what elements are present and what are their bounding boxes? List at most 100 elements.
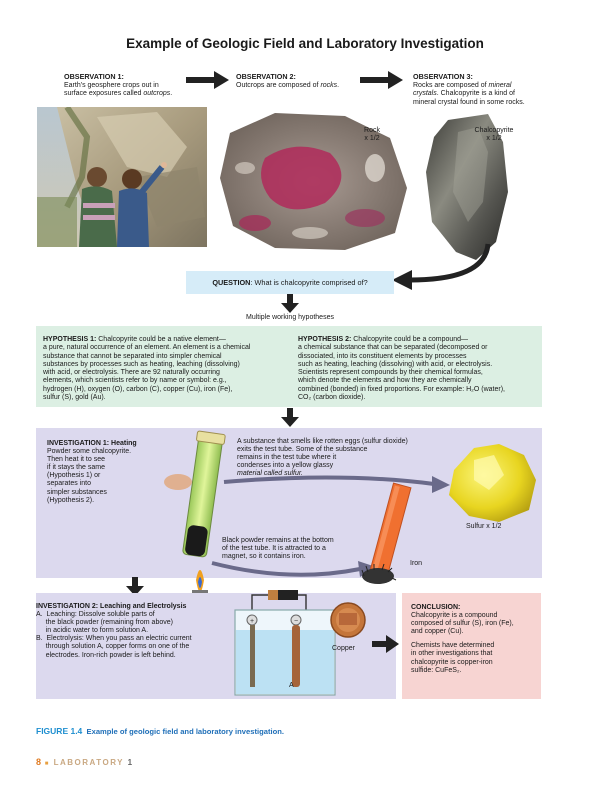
investigation-2-line: electrodes. Iron-rich powder is left beh… (36, 651, 176, 659)
hypothesis-2-line: dissociated, into its constituent elemen… (298, 352, 467, 360)
rock-label: Rock x 1/2 (354, 127, 390, 143)
arrow-right-1 (186, 71, 229, 89)
rock-photo (220, 113, 407, 250)
page-number: 8 (36, 757, 42, 767)
arrow-down-3 (126, 577, 144, 596)
investigation-1-line: Powder some chalcopyrite. (47, 448, 132, 456)
electrolysis-apparatus: + − (234, 590, 366, 696)
investigation-1-line: (Hypothesis 2). (47, 496, 95, 504)
hypothesis-2-line: Chalcopyrite could be a compound— (351, 336, 469, 343)
question-text: QUESTION: What is chalcopyrite comprised… (186, 278, 394, 287)
observation-1-label: OBSERVATION 1: (64, 72, 124, 81)
solution-a-label: A (289, 682, 294, 689)
investigation-1-label: INVESTIGATION 1: Heating (47, 440, 137, 447)
svg-text:−: − (294, 618, 298, 625)
arrow-right-2 (360, 71, 403, 89)
test-tube-heating (164, 430, 226, 600)
hypothesis-1-line: with acid, or electrolysis. There are 92… (43, 369, 220, 377)
observation-2-emphasis: rocks (320, 82, 338, 90)
conclusion: CONCLUSION: Chalcopyrite is a compound c… (411, 604, 541, 675)
observation-2-tail: . (337, 82, 340, 90)
observation-2-text: Outcrops are composed of (236, 82, 321, 90)
black-powder-note-line: Black powder remains at the bottom (222, 537, 334, 544)
rock-label-name: Rock (364, 127, 380, 134)
page-title: Example of Geologic Field and Laboratory… (126, 36, 484, 51)
hypothesis-1-line: a pure, natural occurrence of an element… (43, 344, 251, 352)
figure-caption-text: Example of geologic field and laboratory… (86, 727, 285, 736)
investigation-2: INVESTIGATION 2: Leaching and Electrolys… (36, 603, 251, 660)
conclusion-line: sulfide: CuFeS₂. (411, 666, 462, 674)
conclusion-line: in other investigations that (411, 650, 493, 658)
multiple-hypotheses-label: Multiple working hypotheses (246, 314, 334, 321)
arrow-down-2 (281, 408, 299, 427)
hypothesis-1-line: Chalcopyrite could be a native element— (96, 336, 226, 343)
conclusion-box (402, 593, 541, 699)
investigation-2-line: A. Leaching: Dissolve soluble parts of (36, 611, 155, 619)
question-label: QUESTION (212, 278, 251, 287)
footer-separator: ■ (44, 761, 50, 767)
investigation-1-line: if it stays the same (47, 464, 105, 472)
investigation-1-line: (Hypothesis 1) or (47, 472, 101, 480)
chalcopyrite-label-scale: x 1/2 (486, 135, 502, 142)
observation-2: OBSERVATION 2: Outcrops are composed of … (236, 72, 396, 90)
figure-number: FIGURE 1.4 (36, 726, 83, 736)
observation-3-text-3: mineral crystal found in some rocks. (413, 98, 525, 106)
chalcopyrite-label-name: Chalcopyrite (474, 127, 514, 134)
conclusion-line: composed of sulfur (S), iron (Fe), (411, 620, 514, 628)
hypotheses-box (36, 326, 542, 407)
sulfur-crystal (449, 444, 536, 522)
investigation-2-line: in acidic water to form solution A. (36, 627, 149, 635)
investigation-1-line: simpler substances (47, 488, 107, 496)
conclusion-line: chalcopyrite is copper-iron (411, 658, 493, 666)
sulfur-note-line: material called sulfur. (237, 470, 303, 478)
hypothesis-2-line: CO₂ (carbon dioxide). (298, 394, 366, 402)
observation-1-emphasis: outcrops (143, 90, 171, 98)
hypothesis-1-line: substances by processes such as heating,… (43, 360, 240, 368)
black-powder-note-line: of the test tube. It is attracted to a (222, 545, 326, 553)
investigation-2-line: B. Electrolysis: When you pass an electr… (36, 635, 192, 643)
magnet (361, 482, 412, 584)
arrow-down-1 (281, 294, 299, 313)
page-footer: 8 ■ LABORATORY 1 (36, 757, 236, 767)
sulfur-note-line: A substance that smells like rotten eggs… (237, 438, 408, 445)
hypothesis-2-line: a chemical substance that can be separat… (298, 344, 488, 352)
conclusion-line: Chemists have determined (411, 642, 495, 650)
sulfur-note-line: remains in the test tube where it (237, 454, 337, 462)
observation-3-em2: crystals (413, 90, 437, 98)
hypothesis-2-label: HYPOTHESIS 2: (298, 336, 352, 343)
black-powder-note-line: magnet, so it contains iron. (222, 553, 306, 561)
arrow-to-sulfur (223, 475, 450, 493)
observation-3-text-2: . Chalcopyrite is a kind of (436, 90, 515, 98)
chalcopyrite-photo (426, 114, 508, 260)
hypothesis-2: HYPOTHESIS 2: Chalcopyrite could be a co… (298, 336, 542, 402)
observation-3-label: OBSERVATION 3: (413, 72, 473, 81)
observation-3: OBSERVATION 3: Rocks are composed of min… (413, 72, 563, 107)
hypothesis-1-label: HYPOTHESIS 1: (43, 336, 97, 343)
curved-arrow-to-question (392, 243, 491, 290)
investigation-1-line: Then heat it to see (47, 456, 105, 464)
observation-2-label: OBSERVATION 2: (236, 72, 296, 81)
figure-caption: FIGURE 1.4 Example of geologic field and… (36, 726, 436, 736)
chalcopyrite-label: Chalcopyrite x 1/2 (470, 127, 518, 143)
investigation-2-line: the black powder (remaining from above) (36, 619, 173, 627)
observation-1-tail: . (170, 90, 173, 98)
investigation-2-label: INVESTIGATION 2: Leaching and Electrolys… (36, 603, 187, 610)
hypothesis-2-line: combined (bonded) in fixed proportions. … (298, 385, 505, 393)
outcrop-photo (37, 107, 207, 247)
observation-3-em1: mineral (488, 82, 512, 90)
question-box (186, 271, 394, 294)
investigation-1-line: separates into (47, 480, 91, 488)
footer-section: LABORATORY (53, 758, 124, 767)
rock-label-scale: x 1/2 (364, 135, 380, 142)
black-powder-note: Black powder remains at the bottom of th… (222, 537, 382, 561)
svg-text:+: + (250, 618, 254, 625)
hypothesis-2-line: such as heating, leaching (dissolving) w… (298, 360, 493, 368)
conclusion-line: and copper (Cu). (411, 628, 464, 636)
sulfur-note: A substance that smells like rotten eggs… (237, 438, 437, 478)
arrow-to-conclusion (372, 635, 399, 653)
sulfur-note-line: condenses into a yellow glassy (237, 462, 334, 470)
question-body: : What is chalcopyrite comprised of? (250, 278, 368, 287)
conclusion-label: CONCLUSION: (411, 604, 461, 611)
observation-1-text-2: surface exposures called (64, 90, 144, 98)
copper-label: Copper (332, 645, 355, 652)
